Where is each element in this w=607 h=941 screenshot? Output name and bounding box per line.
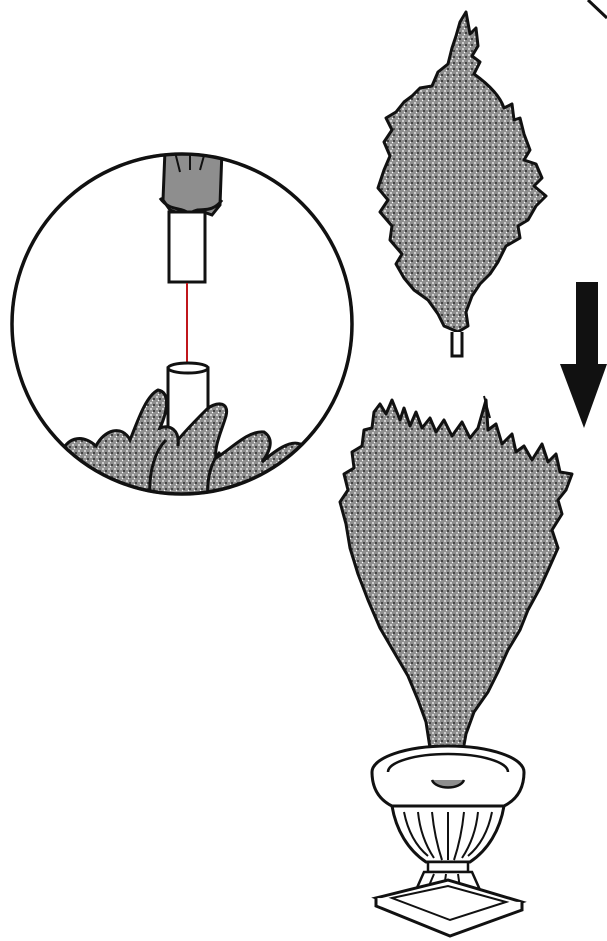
bottom-tree-section xyxy=(340,396,572,786)
upper-pole xyxy=(169,212,205,282)
upper-trunk-stub xyxy=(160,150,222,215)
arrow-down-icon xyxy=(560,282,607,428)
top-tree-section xyxy=(378,12,546,356)
urn-planter xyxy=(372,746,524,936)
top-tree-pole xyxy=(452,332,462,356)
magnifier-circle xyxy=(12,150,360,500)
corner-mark xyxy=(588,0,607,18)
bottom-tree-foliage xyxy=(340,400,572,786)
top-tree-foliage xyxy=(378,12,546,332)
